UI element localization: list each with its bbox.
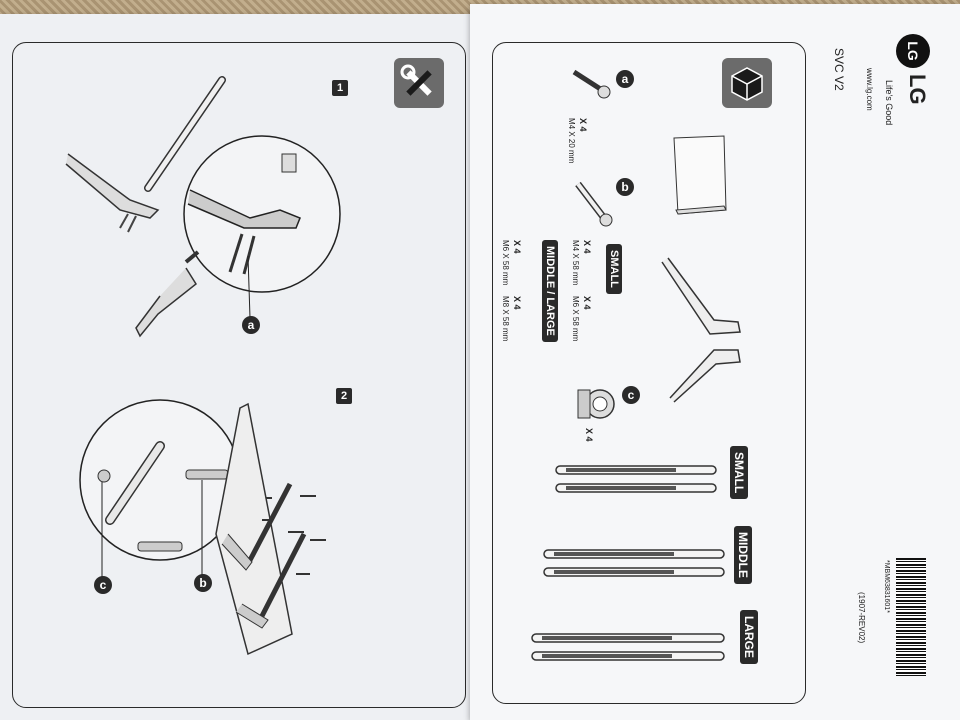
part-c-badge: c [622, 386, 640, 404]
left-frame [12, 42, 466, 708]
callout-b: b [194, 574, 212, 592]
pole-sets-illustration [531, 465, 725, 661]
manual-booklet-illustration [673, 135, 727, 215]
step-1-badge: 1 [332, 80, 348, 96]
stand-legs-illustration [661, 257, 741, 403]
barcode-text: *MBM63831601* [883, 560, 890, 613]
part-a-badge: a [616, 70, 634, 88]
part-b-badge: b [616, 178, 634, 196]
step-1-illustration [65, 76, 341, 338]
size-small-label: SMALL [730, 446, 748, 500]
box-contents-icon [722, 58, 772, 108]
screw-a-illustration [572, 69, 611, 99]
size-large-label: LARGE [740, 610, 758, 664]
instruction-sheet-right: LG LG Life's Good www.lg.com SVC V2 a X … [470, 4, 960, 720]
instruction-sheet-left: 1 2 a [0, 14, 478, 720]
bolt-b-illustration [575, 181, 613, 227]
size-middle-label: MIDDLE [734, 526, 752, 584]
barcode [896, 558, 926, 676]
step-2-badge: 2 [336, 388, 352, 404]
right-frame [492, 42, 806, 704]
step-2-illustration [79, 399, 326, 656]
knob-c-illustration [577, 389, 615, 419]
revision-text: (1907-REV02) [857, 592, 866, 644]
tools-icon [394, 58, 444, 108]
callout-c: c [94, 576, 112, 594]
callout-a: a [242, 316, 260, 334]
